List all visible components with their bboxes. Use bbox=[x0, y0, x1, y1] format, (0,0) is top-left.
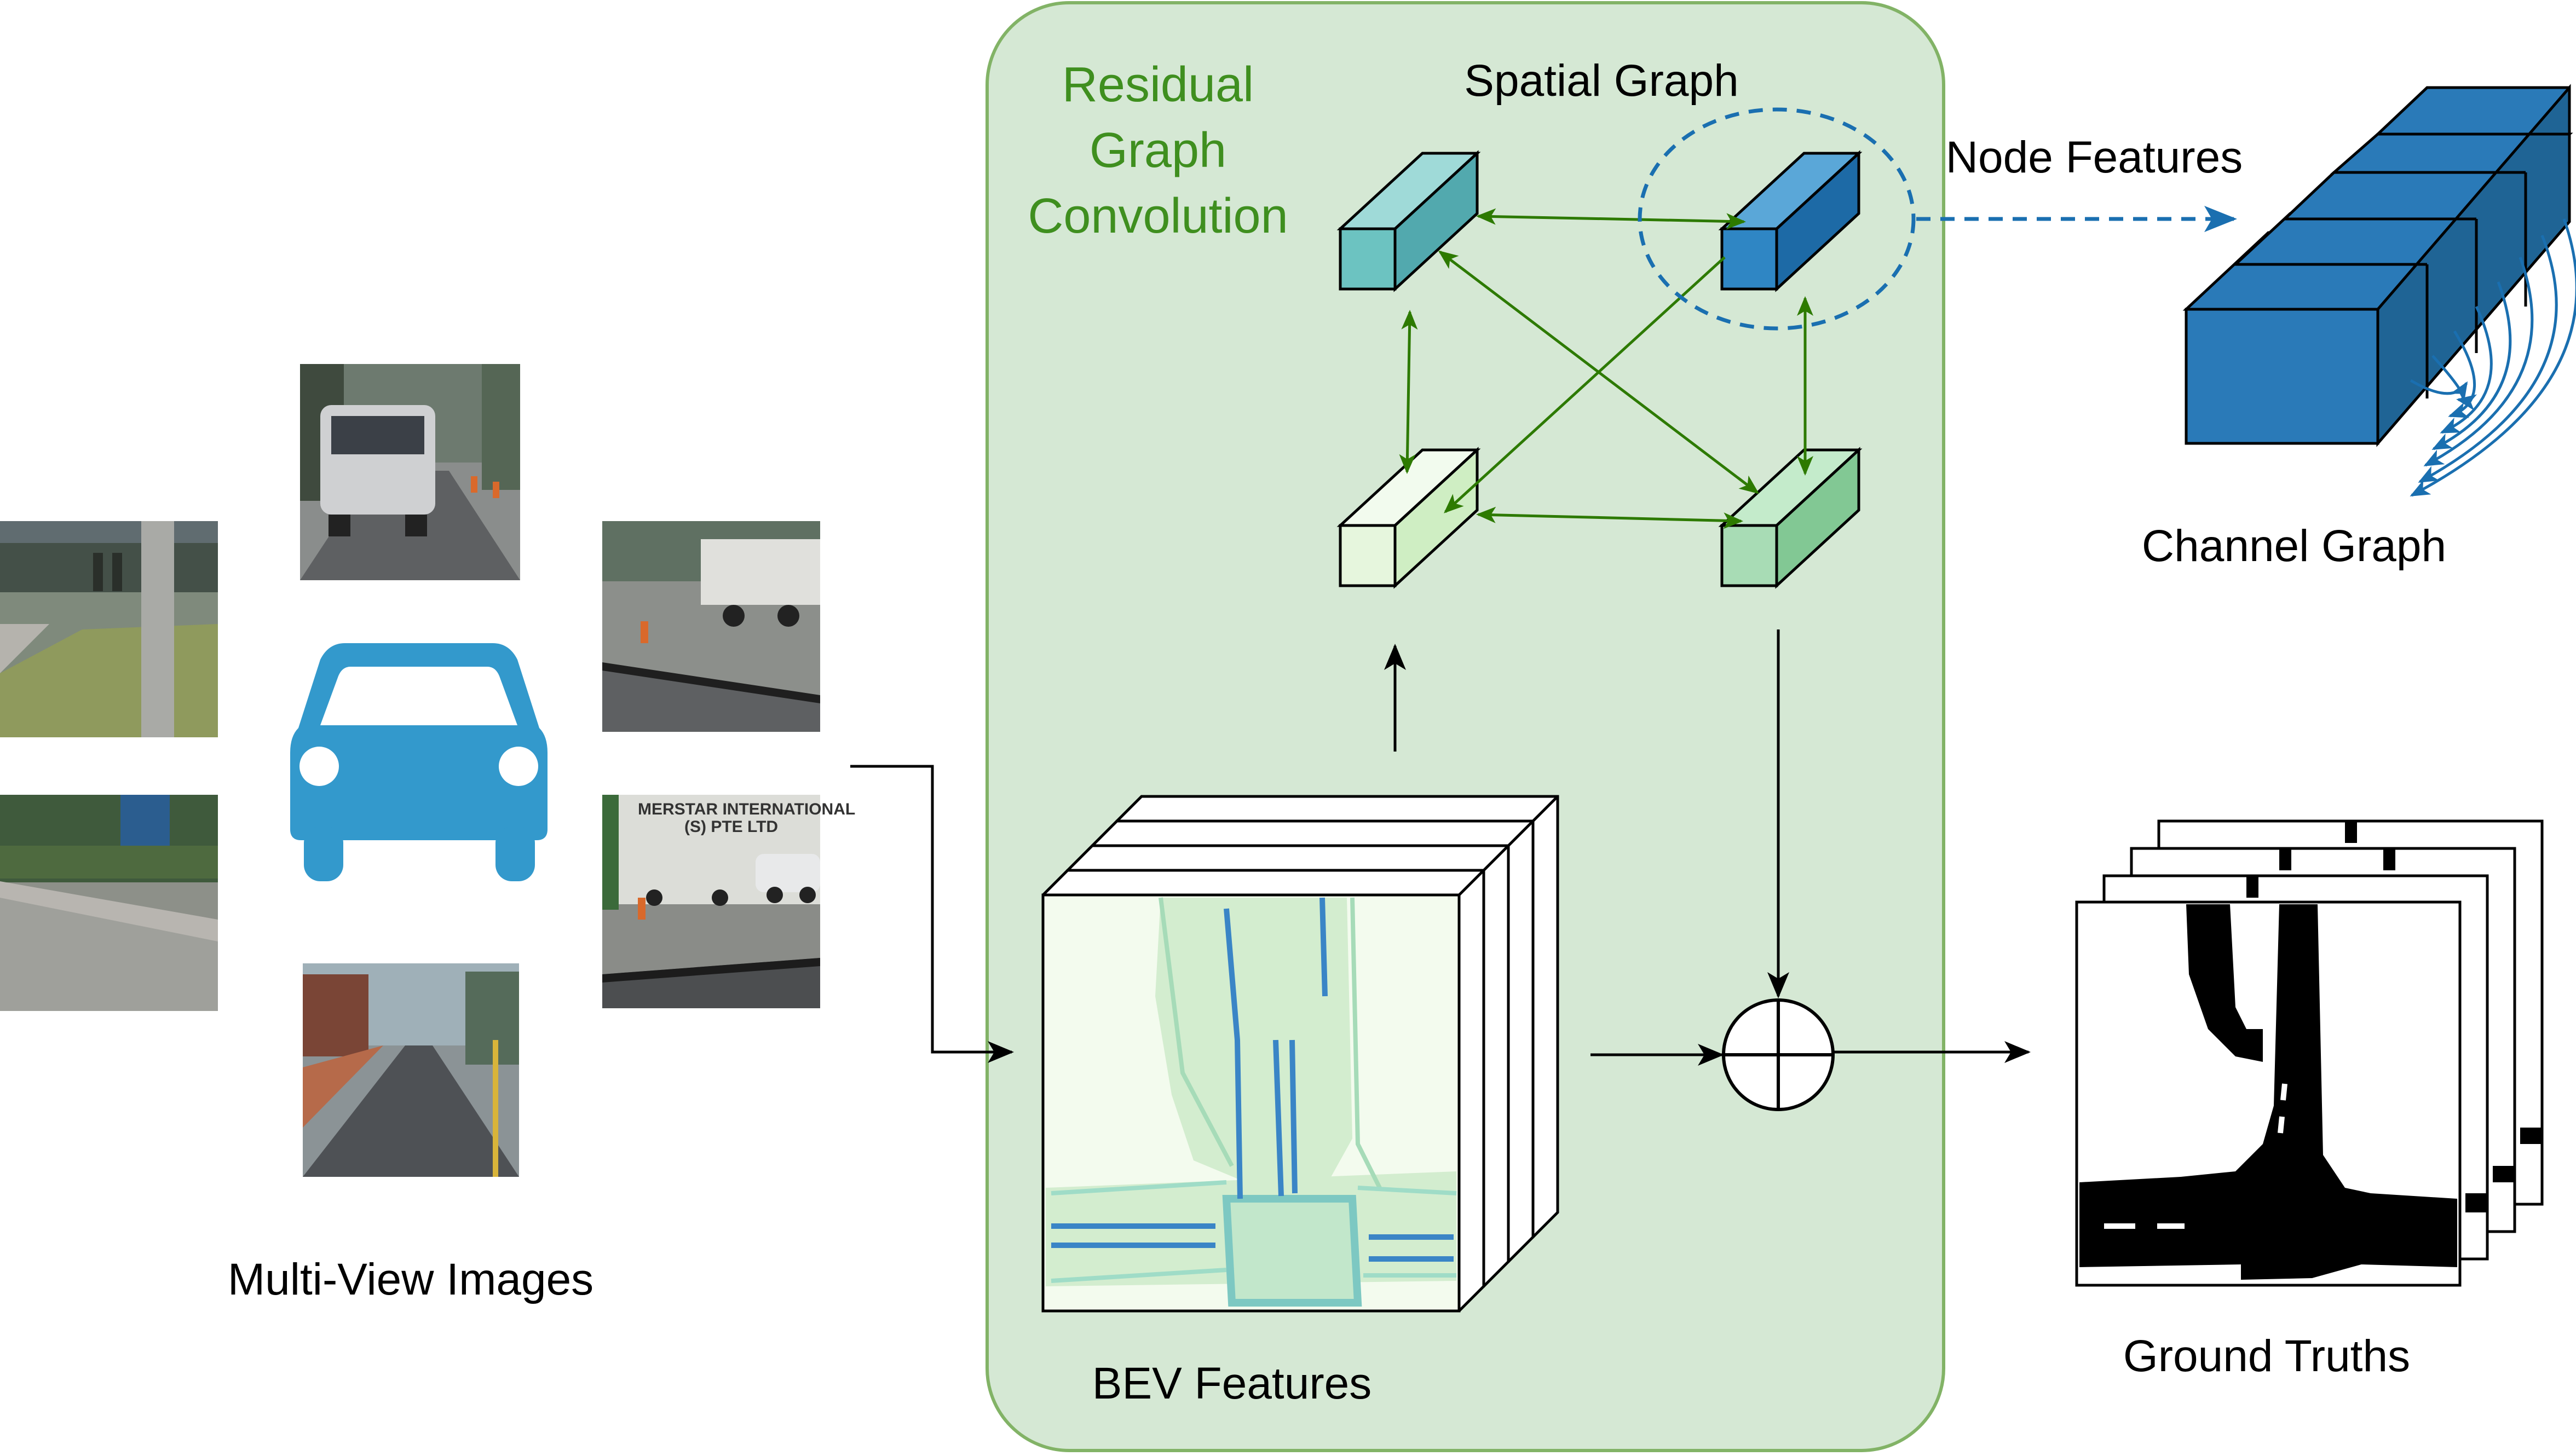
channel-graph-cube bbox=[2182, 84, 2573, 447]
camera-image-front-left bbox=[0, 521, 218, 737]
bev-layer-front bbox=[1041, 869, 1485, 1313]
truck-signage-line1: MERSTAR INTERNATIONAL bbox=[638, 800, 855, 818]
ground-truth-stack bbox=[2075, 819, 2544, 1287]
camera-image-front bbox=[300, 364, 520, 580]
car-icon bbox=[290, 643, 548, 881]
spatial-graph-label: Spatial Graph bbox=[1464, 56, 1738, 106]
channel-graph-label: Channel Graph bbox=[2142, 521, 2446, 571]
gt-road-mask bbox=[2079, 904, 2457, 1280]
spatial-node-top-left bbox=[1336, 150, 1481, 292]
bev-feature-stack bbox=[1041, 795, 1559, 1313]
camera-image-back bbox=[303, 963, 519, 1177]
camera-image-back-right: MERSTAR INTERNATIONAL (S) PTE LTD bbox=[602, 795, 855, 1008]
residual-label-line2: Graph bbox=[1090, 123, 1226, 178]
residual-label-line1: Residual bbox=[1062, 57, 1254, 112]
ground-truths-label: Ground Truths bbox=[2123, 1331, 2410, 1381]
residual-label-line3: Convolution bbox=[1028, 189, 1288, 244]
camera-image-front-right bbox=[602, 521, 820, 732]
bev-feature-map bbox=[1041, 893, 1461, 1313]
channel-graph-edges bbox=[2410, 218, 2576, 497]
multi-view-images: MERSTAR INTERNATIONAL (S) PTE LTD bbox=[0, 364, 855, 1177]
truck-signage-line2: (S) PTE LTD bbox=[684, 818, 778, 836]
bev-features-label: BEV Features bbox=[1092, 1359, 1371, 1408]
gt-layer-front bbox=[2075, 900, 2462, 1287]
node-features-label: Node Features bbox=[1946, 132, 2243, 182]
camera-image-back-left bbox=[0, 795, 218, 1011]
spatial-node-bottom-right bbox=[1718, 447, 1863, 589]
spatial-graph-edges bbox=[1399, 208, 1813, 529]
selected-node-dashed-circle bbox=[1638, 107, 1916, 331]
sum-operator bbox=[1722, 998, 1835, 1111]
multi-view-images-label: Multi-View Images bbox=[228, 1255, 593, 1304]
connector-images-to-bev bbox=[850, 765, 1014, 1063]
